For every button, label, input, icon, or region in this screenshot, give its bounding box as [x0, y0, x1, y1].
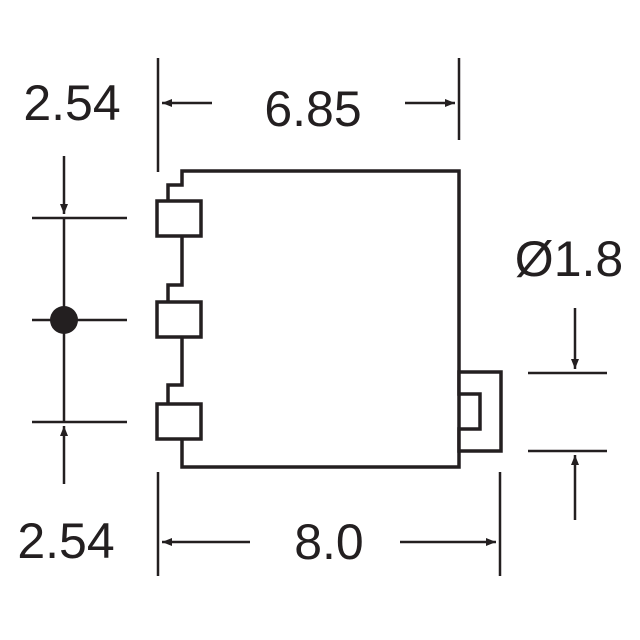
hole-diameter-label: Ø1.8 [515, 231, 623, 287]
pin-middle [155, 300, 203, 339]
mounting-tab [457, 370, 503, 453]
pin-bottom [155, 402, 203, 441]
pin-top [155, 199, 203, 238]
pitch-center-dot [50, 306, 78, 334]
bottom-width-label: 8.0 [294, 514, 364, 570]
top-pitch-label: 2.54 [23, 75, 120, 131]
component-body [166, 169, 461, 469]
bottom-pitch-label: 2.54 [17, 513, 114, 569]
top-width-label: 6.85 [264, 81, 361, 137]
